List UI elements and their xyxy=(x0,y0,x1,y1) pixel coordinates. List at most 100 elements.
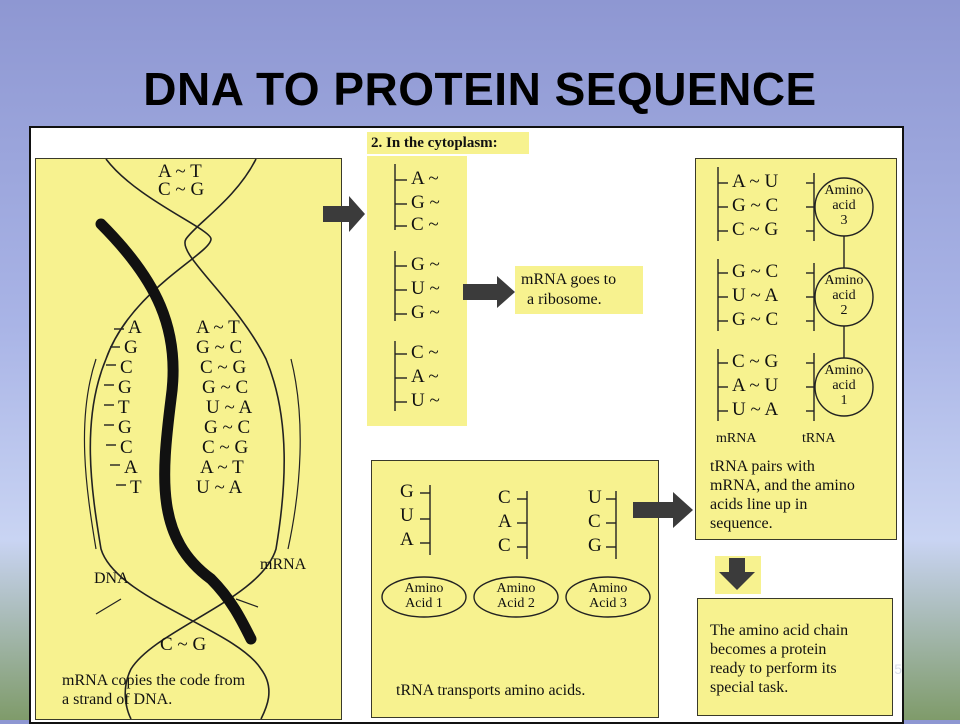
pairing-caption-line1: tRNA pairs with xyxy=(710,458,815,475)
anticodon3-base3: G xyxy=(588,535,602,556)
dna-base-1: A xyxy=(128,317,142,338)
base-pair-2: G ~ C xyxy=(196,337,243,358)
transport-caption: tRNA transports amino acids. xyxy=(396,682,586,699)
dna-helix-drawing xyxy=(83,159,301,719)
trna-trna-label: tRNA xyxy=(802,431,836,446)
protein-caption-line4: special task. xyxy=(710,679,789,696)
group3-pair1: A ~ U xyxy=(732,171,779,192)
dna-base-9: T xyxy=(130,477,142,498)
dna-base-2: G xyxy=(124,337,138,358)
codon1-base1: A ~ xyxy=(411,168,439,189)
base-pair-6: G ~ C xyxy=(204,417,251,438)
ribosome-label-bg: mRNA goes to a ribosome. xyxy=(515,266,643,314)
arrow-to-protein xyxy=(719,558,755,590)
anticodon3-base1: U xyxy=(588,487,602,508)
mrna-strand xyxy=(95,218,257,645)
pairing-caption-line2: mRNA, and the amino xyxy=(710,477,855,494)
dna-base-6: G xyxy=(118,417,132,438)
codon2-base1: G ~ xyxy=(411,254,440,275)
diagram-frame: A ~ T C ~ G A G C G T G C A T A ~ T G ~ … xyxy=(29,126,904,724)
transport-amino-acid-2-line2: Acid 2 xyxy=(497,596,535,611)
top-pair-1: A ~ T xyxy=(158,161,202,182)
base-pair-4: G ~ C xyxy=(202,377,249,398)
protein-caption-line1: The amino acid chain xyxy=(710,622,849,639)
transport-amino-acid-3: Amino Acid 3 xyxy=(566,581,650,611)
protein-caption-line3: ready to perform its xyxy=(710,660,837,677)
top-pair-2: C ~ G xyxy=(158,179,205,200)
amino-acid-3: Amino acid 3 xyxy=(814,183,874,228)
dna-base-8: A xyxy=(124,457,138,478)
group1-pair3: U ~ A xyxy=(732,399,779,420)
codon1-base3: C ~ xyxy=(411,214,439,235)
anticodon1-base3: A xyxy=(400,529,414,550)
dna-label: DNA xyxy=(94,570,129,587)
transcription-caption-line2: a strand of DNA. xyxy=(62,691,173,708)
amino-acid-2-line3: 2 xyxy=(840,303,848,318)
ribosome-label-line1: mRNA goes to xyxy=(521,271,617,288)
protein-caption-line2: becomes a protein xyxy=(710,641,827,658)
base-pair-7: C ~ G xyxy=(202,437,249,458)
cytoplasm-heading: 2. In the cytoplasm: xyxy=(371,135,498,151)
amino-acid-2: Amino acid 2 xyxy=(814,273,874,318)
anticodon2-base3: C xyxy=(498,535,511,556)
codon3-base2: A ~ xyxy=(411,366,439,387)
transport-amino-acid-3-line2: Acid 3 xyxy=(589,596,627,611)
anticodon2-base2: A xyxy=(498,511,512,532)
cytoplasm-panel: 2. In the cytoplasm: A ~ G ~ C ~ G ~ U ~… xyxy=(367,132,529,426)
transport-amino-acid-2: Amino Acid 2 xyxy=(474,581,558,611)
trna-mrna-label: mRNA xyxy=(716,431,757,446)
base-pair-8: A ~ T xyxy=(200,457,244,478)
amino-acid-3-line3: 3 xyxy=(840,213,848,228)
group1-pair2: A ~ U xyxy=(732,375,779,396)
amino-acid-1-line2: acid xyxy=(832,378,856,393)
group3-pair2: G ~ C xyxy=(732,195,779,216)
page-number: 5 xyxy=(894,661,902,677)
amino-acid-3-line1: Amino xyxy=(824,183,864,198)
base-pair-1: A ~ T xyxy=(196,317,240,338)
group3-pair3: C ~ G xyxy=(732,219,779,240)
codon3-base1: C ~ xyxy=(411,342,439,363)
mrna-label: mRNA xyxy=(260,556,307,573)
transport-amino-acid-1: Amino Acid 1 xyxy=(382,581,466,611)
amino-acid-1: Amino acid 1 xyxy=(814,363,874,408)
codon2-base2: U ~ xyxy=(411,278,440,299)
group2-pair3: G ~ C xyxy=(732,309,779,330)
group2-pair1: G ~ C xyxy=(732,261,779,282)
transcription-caption-line1: mRNA copies the code from xyxy=(62,672,246,689)
transcription-panel: A ~ T C ~ G A G C G T G C A T A ~ T G ~ … xyxy=(35,158,342,720)
dna-base-7: C xyxy=(120,437,133,458)
codon3-base3: U ~ xyxy=(411,390,440,411)
transport-amino-acid-1-line2: Acid 1 xyxy=(405,596,443,611)
amino-acid-2-line2: acid xyxy=(832,288,856,303)
anticodon3-base2: C xyxy=(588,511,601,532)
trna-pairing-panel: A ~ U G ~ C C ~ G Amino acid 3 G ~ C U ~… xyxy=(695,158,897,540)
amino-acid-2-line1: Amino xyxy=(824,273,864,288)
base-pair-9: U ~ A xyxy=(196,477,243,498)
pairing-caption-line4: sequence. xyxy=(710,515,773,532)
arrow-to-cytoplasm xyxy=(323,196,365,232)
group2-pair2: U ~ A xyxy=(732,285,779,306)
transport-amino-acid-3-line1: Amino xyxy=(588,581,628,596)
anticodon1-base1: G xyxy=(400,481,414,502)
dna-base-3: C xyxy=(120,357,133,378)
anticodon1-base2: U xyxy=(400,505,414,526)
amino-acid-1-line3: 1 xyxy=(840,393,848,408)
arrow-to-ribosome xyxy=(463,276,515,308)
arrow-to-pairing xyxy=(633,492,693,528)
transport-amino-acid-2-line1: Amino xyxy=(496,581,536,596)
transport-amino-acid-1-line1: Amino xyxy=(404,581,444,596)
codon2-base3: G ~ xyxy=(411,302,440,323)
codon1-base2: G ~ xyxy=(411,192,440,213)
base-pair-5: U ~ A xyxy=(206,397,253,418)
cytoplasm-heading-bg xyxy=(367,132,529,154)
codon-strip: A ~ G ~ C ~ G ~ U ~ G ~ C ~ A ~ U ~ xyxy=(367,156,467,426)
base-pair-3: C ~ G xyxy=(200,357,247,378)
down-arrow-bg xyxy=(715,556,761,594)
amino-acid-3-line2: acid xyxy=(832,198,856,213)
group1-pair1: C ~ G xyxy=(732,351,779,372)
slide-title: DNA TO PROTEIN SEQUENCE xyxy=(143,63,817,115)
dna-base-5: T xyxy=(118,397,130,418)
pairing-caption-line3: acids line up in xyxy=(710,496,808,513)
amino-acid-1-line1: Amino xyxy=(824,363,864,378)
bottom-pair: C ~ G xyxy=(160,634,207,655)
